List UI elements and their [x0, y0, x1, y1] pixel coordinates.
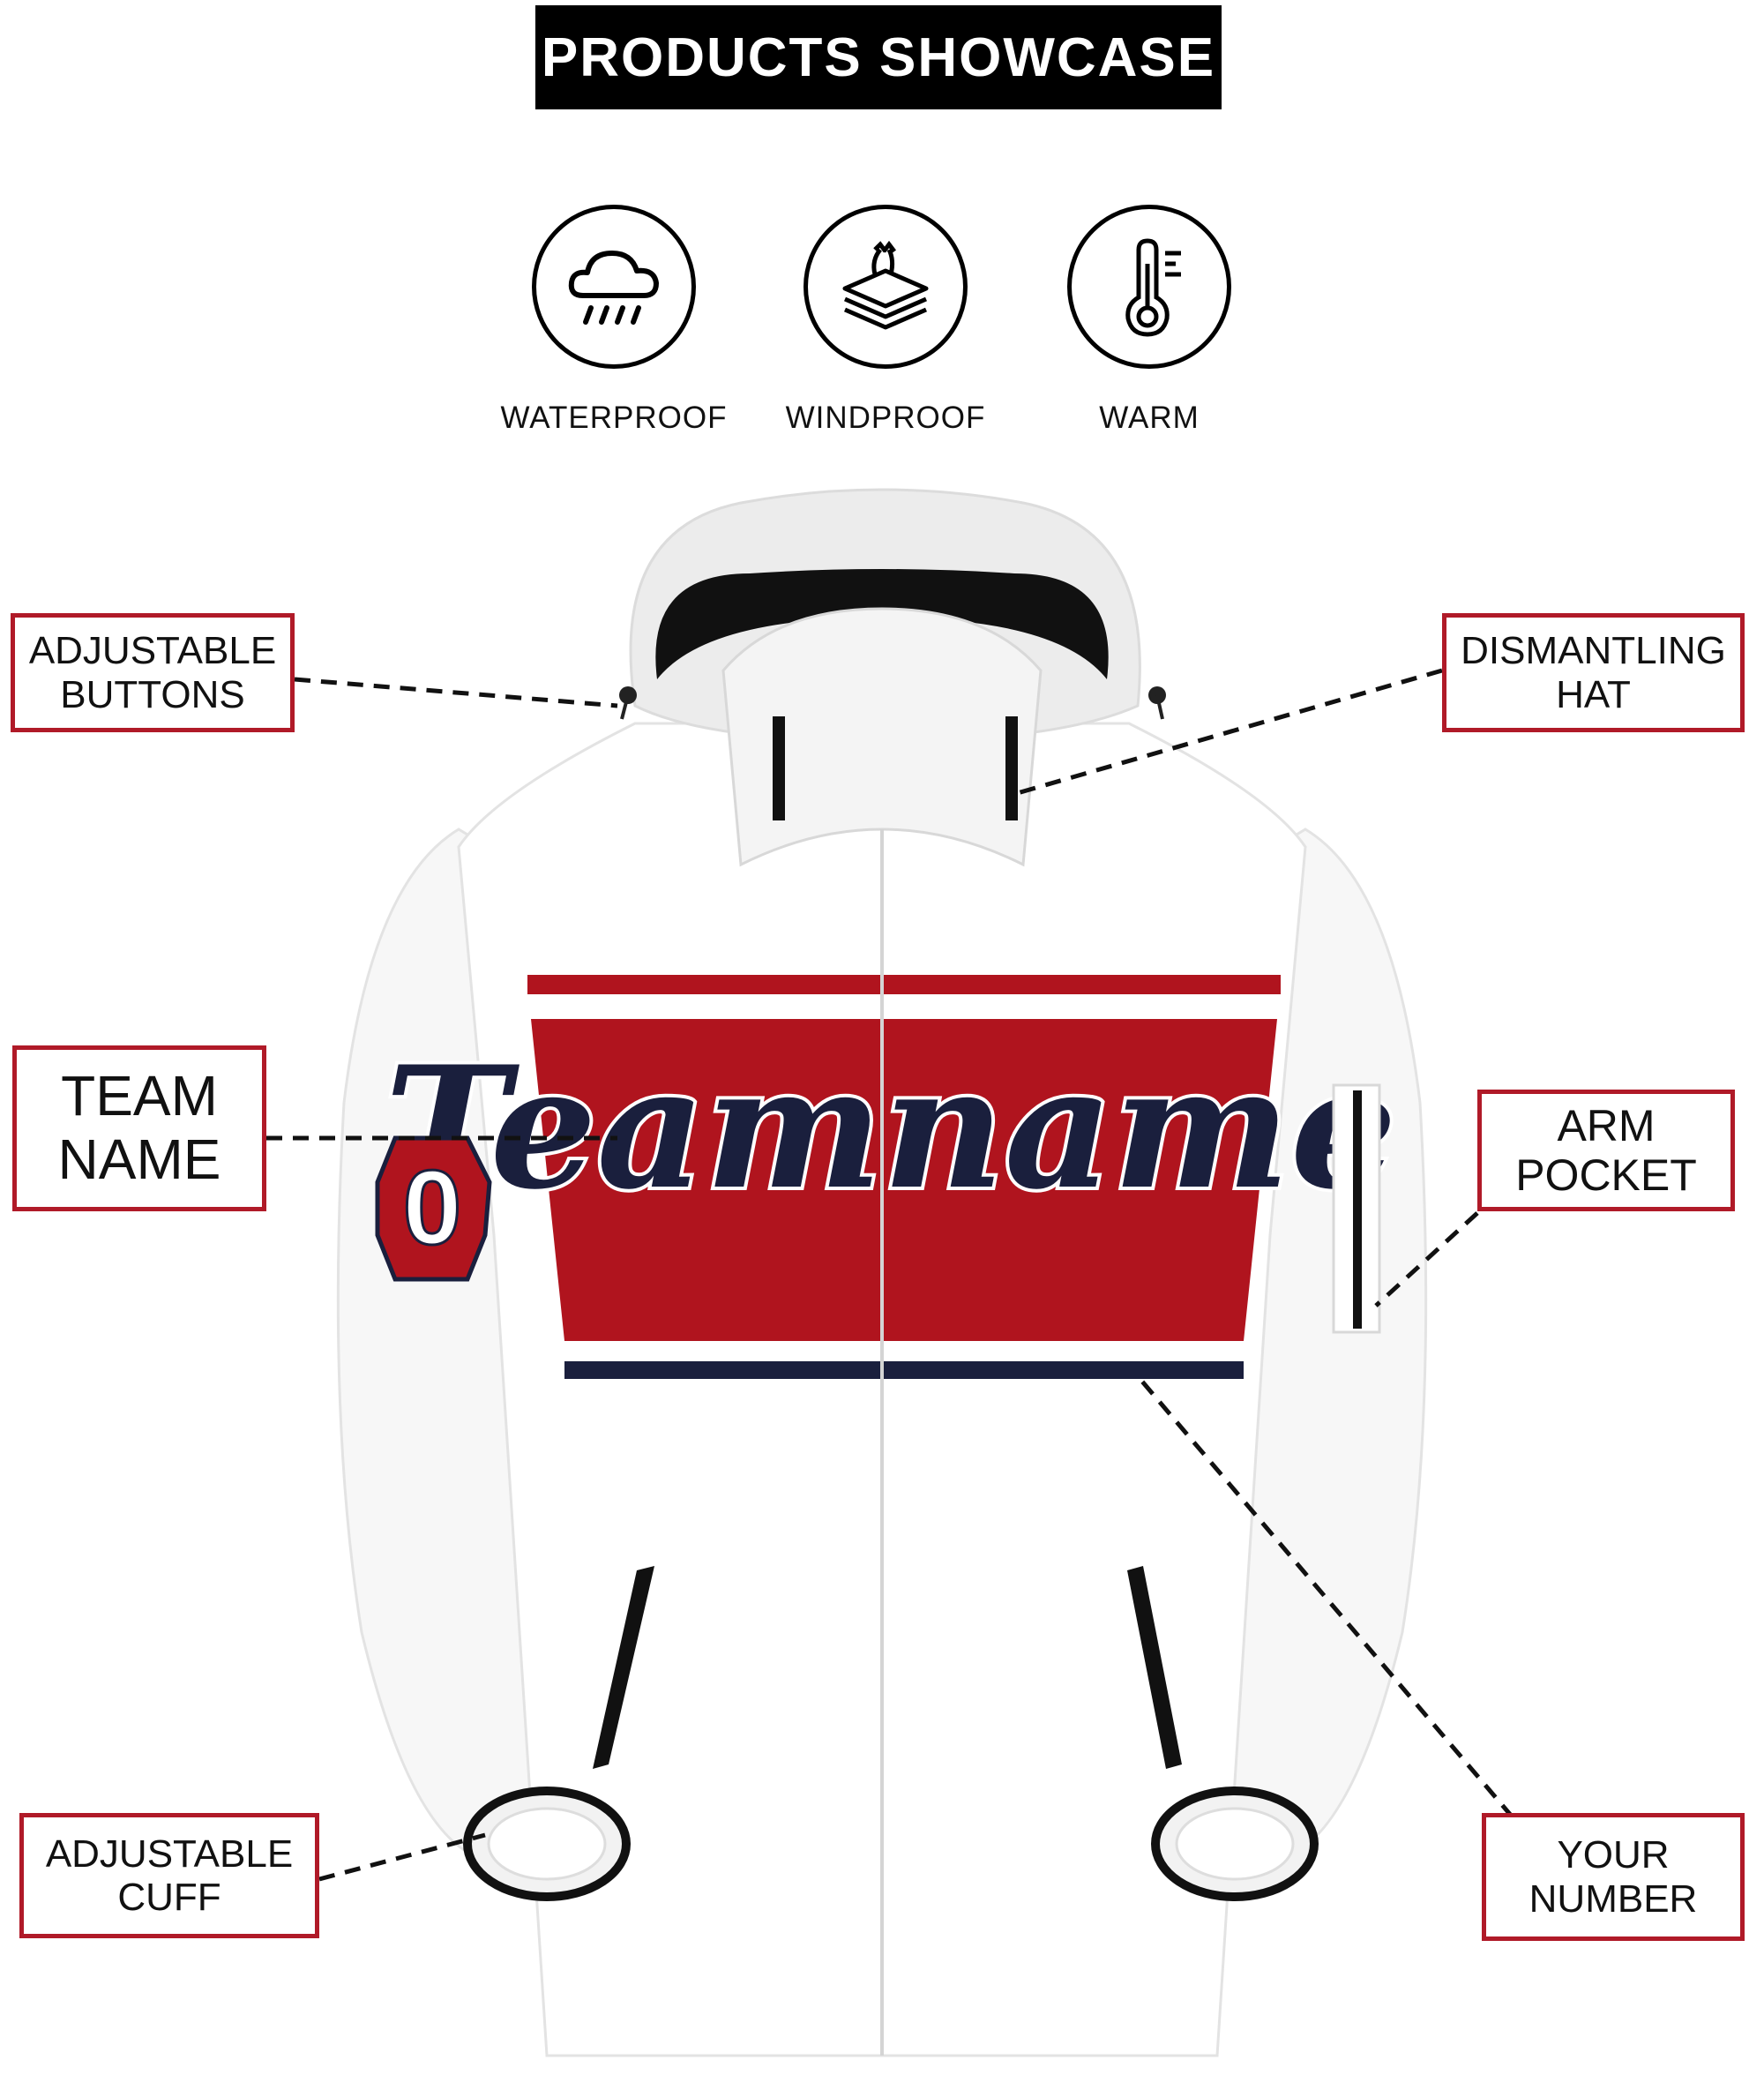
feature-windproof: WINDPROOF [771, 205, 1000, 436]
callout-team-name: TEAM NAME [12, 1045, 266, 1211]
sleeve-number-patch: 0 [375, 1135, 492, 1282]
feature-warm: WARM [1035, 205, 1264, 436]
rain-cloud-icon [532, 205, 696, 369]
callout-label: TEAM NAME [57, 1064, 221, 1191]
leader-adjustable-cuff [318, 1832, 486, 1882]
chest-team-text: Teamname [385, 1030, 1397, 1226]
sleeve-number: 0 [403, 1149, 462, 1267]
callout-arm-pocket: ARM POCKET [1477, 1090, 1735, 1211]
callout-adjustable-buttons: ADJUSTABLE BUTTONS [11, 613, 295, 732]
callout-your-number: YOUR NUMBER [1482, 1813, 1745, 1941]
callout-label: DISMANTLING HAT [1461, 629, 1726, 716]
chest-stripe-navy [564, 1361, 1244, 1379]
callout-label: ADJUSTABLE CUFF [45, 1832, 294, 1919]
leader-arm-pocket [1374, 1211, 1479, 1307]
callout-label: ADJUSTABLE BUTTONS [28, 629, 277, 716]
chest-band [531, 1019, 1277, 1341]
callout-adjustable-cuff: ADJUSTABLE CUFF [19, 1813, 319, 1938]
leader-dismantling-hat [1013, 668, 1443, 797]
page-title: PRODUCTS SHOWCASE [535, 5, 1222, 109]
leader-your-number [1136, 1375, 1514, 1819]
feature-label: WINDPROOF [785, 401, 986, 435]
thermometer-icon [1067, 205, 1231, 369]
right-pocket [1127, 1566, 1182, 1769]
left-pocket [593, 1566, 654, 1769]
callout-label: YOUR NUMBER [1529, 1833, 1698, 1921]
chest-stripe-top [527, 975, 1281, 994]
callout-dismantling-hat: DISMANTLING HAT [1442, 613, 1745, 732]
layers-wind-icon [804, 205, 968, 369]
feature-waterproof: WATERPROOF [499, 205, 729, 436]
feature-label: WARM [1099, 401, 1200, 435]
feature-label: WATERPROOF [500, 401, 728, 435]
callout-label: ARM POCKET [1515, 1101, 1697, 1200]
leader-adjustable-buttons [294, 677, 618, 708]
